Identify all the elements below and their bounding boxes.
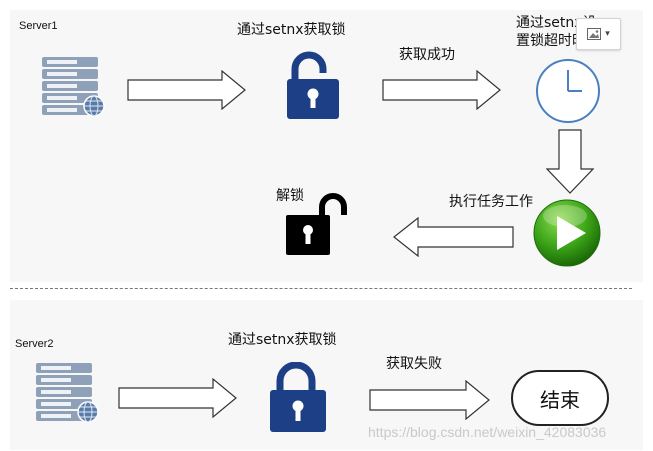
acquire-lock-label: 通过setnx获取锁 xyxy=(237,22,346,38)
unlock-label: 解锁 xyxy=(276,188,304,204)
arrow-right xyxy=(127,70,246,110)
server-icon xyxy=(42,57,105,117)
unlocked-lock-icon xyxy=(286,193,347,255)
clock-icon xyxy=(536,59,600,123)
acquire-lock-label: 通过setnx获取锁 xyxy=(228,332,337,348)
section-divider xyxy=(10,288,632,289)
arrow-left xyxy=(393,217,514,257)
chevron-down-icon: ▾ xyxy=(605,29,610,39)
arrow-right xyxy=(118,378,237,418)
success-label: 获取成功 xyxy=(399,47,455,63)
lock-icon xyxy=(270,362,326,432)
watermark: https://blog.csdn.net/weixin_42083036 xyxy=(368,424,607,440)
server2-label: Server2 xyxy=(15,338,54,350)
server1-label: Server1 xyxy=(19,20,58,32)
arrow-right xyxy=(382,70,501,110)
end-node: 结束 xyxy=(511,370,609,426)
play-icon xyxy=(533,199,601,267)
arrow-right xyxy=(369,380,490,420)
image-toolbar-button[interactable]: ▾ xyxy=(576,18,621,50)
execute-label: 执行任务工作 xyxy=(449,194,533,210)
server-icon xyxy=(36,363,99,423)
arrow-down xyxy=(546,129,594,194)
image-icon xyxy=(587,28,602,40)
lock-icon xyxy=(287,51,339,119)
fail-label: 获取失败 xyxy=(386,356,442,372)
